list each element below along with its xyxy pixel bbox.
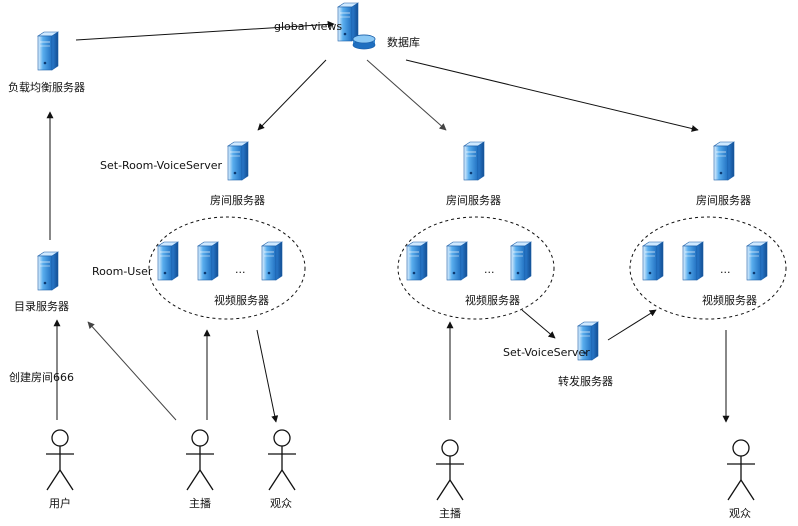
- directory-server-icon: [37, 251, 59, 291]
- anchor-1-label: 主播: [189, 496, 211, 510]
- user-person-icon: [45, 429, 75, 491]
- audience-2-label: 观众: [729, 507, 751, 520]
- ellipsis-1: ...: [235, 263, 246, 276]
- create-room-label: 创建房间666: [9, 370, 74, 384]
- room-server-1-label: 房间服务器: [210, 194, 265, 207]
- edge-database-to-room3: [405, 59, 699, 132]
- edge-database-to-room2: [366, 59, 447, 131]
- video-server-icon: [682, 241, 704, 281]
- video-server-3-label: 视频服务器: [702, 293, 757, 307]
- room-server-1-icon: [227, 141, 249, 181]
- edge-relay-to-video3: [607, 309, 657, 341]
- edge-anchor1-to-directory: [87, 321, 177, 421]
- anchor-2-label: 主播: [439, 506, 461, 520]
- video-server-icon: [406, 241, 428, 281]
- room-server-2-label: 房间服务器: [446, 194, 501, 207]
- edge-loadbalancer-to-database: [75, 20, 335, 41]
- video-server-icon: [746, 241, 768, 281]
- ellipsis-3: ...: [720, 263, 731, 276]
- database-label: 数据库: [387, 35, 420, 49]
- video-server-icon: [157, 241, 179, 281]
- anchor-2-person-icon: [435, 439, 465, 501]
- video-server-icon: [510, 241, 532, 281]
- anchor-1-person-icon: [185, 429, 215, 491]
- video-server-2-label: 视频服务器: [465, 293, 520, 307]
- ellipsis-2: ...: [484, 263, 495, 276]
- video-server-1-label: 视频服务器: [214, 293, 269, 307]
- video-server-icon: [261, 241, 283, 281]
- room-server-3-icon: [713, 141, 735, 181]
- room-server-3-label: 房间服务器: [696, 194, 751, 207]
- edge-database-to-room1: [257, 59, 327, 131]
- audience-1-person-icon: [267, 429, 297, 491]
- edge-video2-to-relay: [521, 309, 556, 339]
- video-server-icon: [197, 241, 219, 281]
- load-balancer-label: 负载均衡服务器: [8, 80, 85, 94]
- edges: [46, 20, 730, 423]
- video-server-icon: [446, 241, 468, 281]
- room-server-2-icon: [463, 141, 485, 181]
- video-cluster-2: [397, 216, 555, 320]
- user-label: 用户: [49, 496, 71, 510]
- video-server-icon: [642, 241, 664, 281]
- room-user-label: Room-User: [92, 265, 153, 278]
- relay-server-label: 转发服务器: [558, 374, 613, 388]
- load-balancer-server-icon: [37, 31, 59, 71]
- set-room-voiceserver-label: Set-Room-VoiceServer: [100, 159, 223, 172]
- video-cluster-3: [629, 216, 787, 320]
- video-cluster-1: [148, 216, 306, 320]
- set-voiceserver-label: Set-VoiceServer: [503, 346, 590, 359]
- audience-2-person-icon: [726, 439, 756, 501]
- audience-1-label: 观众: [270, 497, 292, 510]
- directory-server-label: 目录服务器: [14, 300, 69, 313]
- global-views-label: global views: [274, 20, 342, 33]
- edge-video1-to-audience1: [256, 329, 279, 423]
- database-icon: [352, 34, 376, 50]
